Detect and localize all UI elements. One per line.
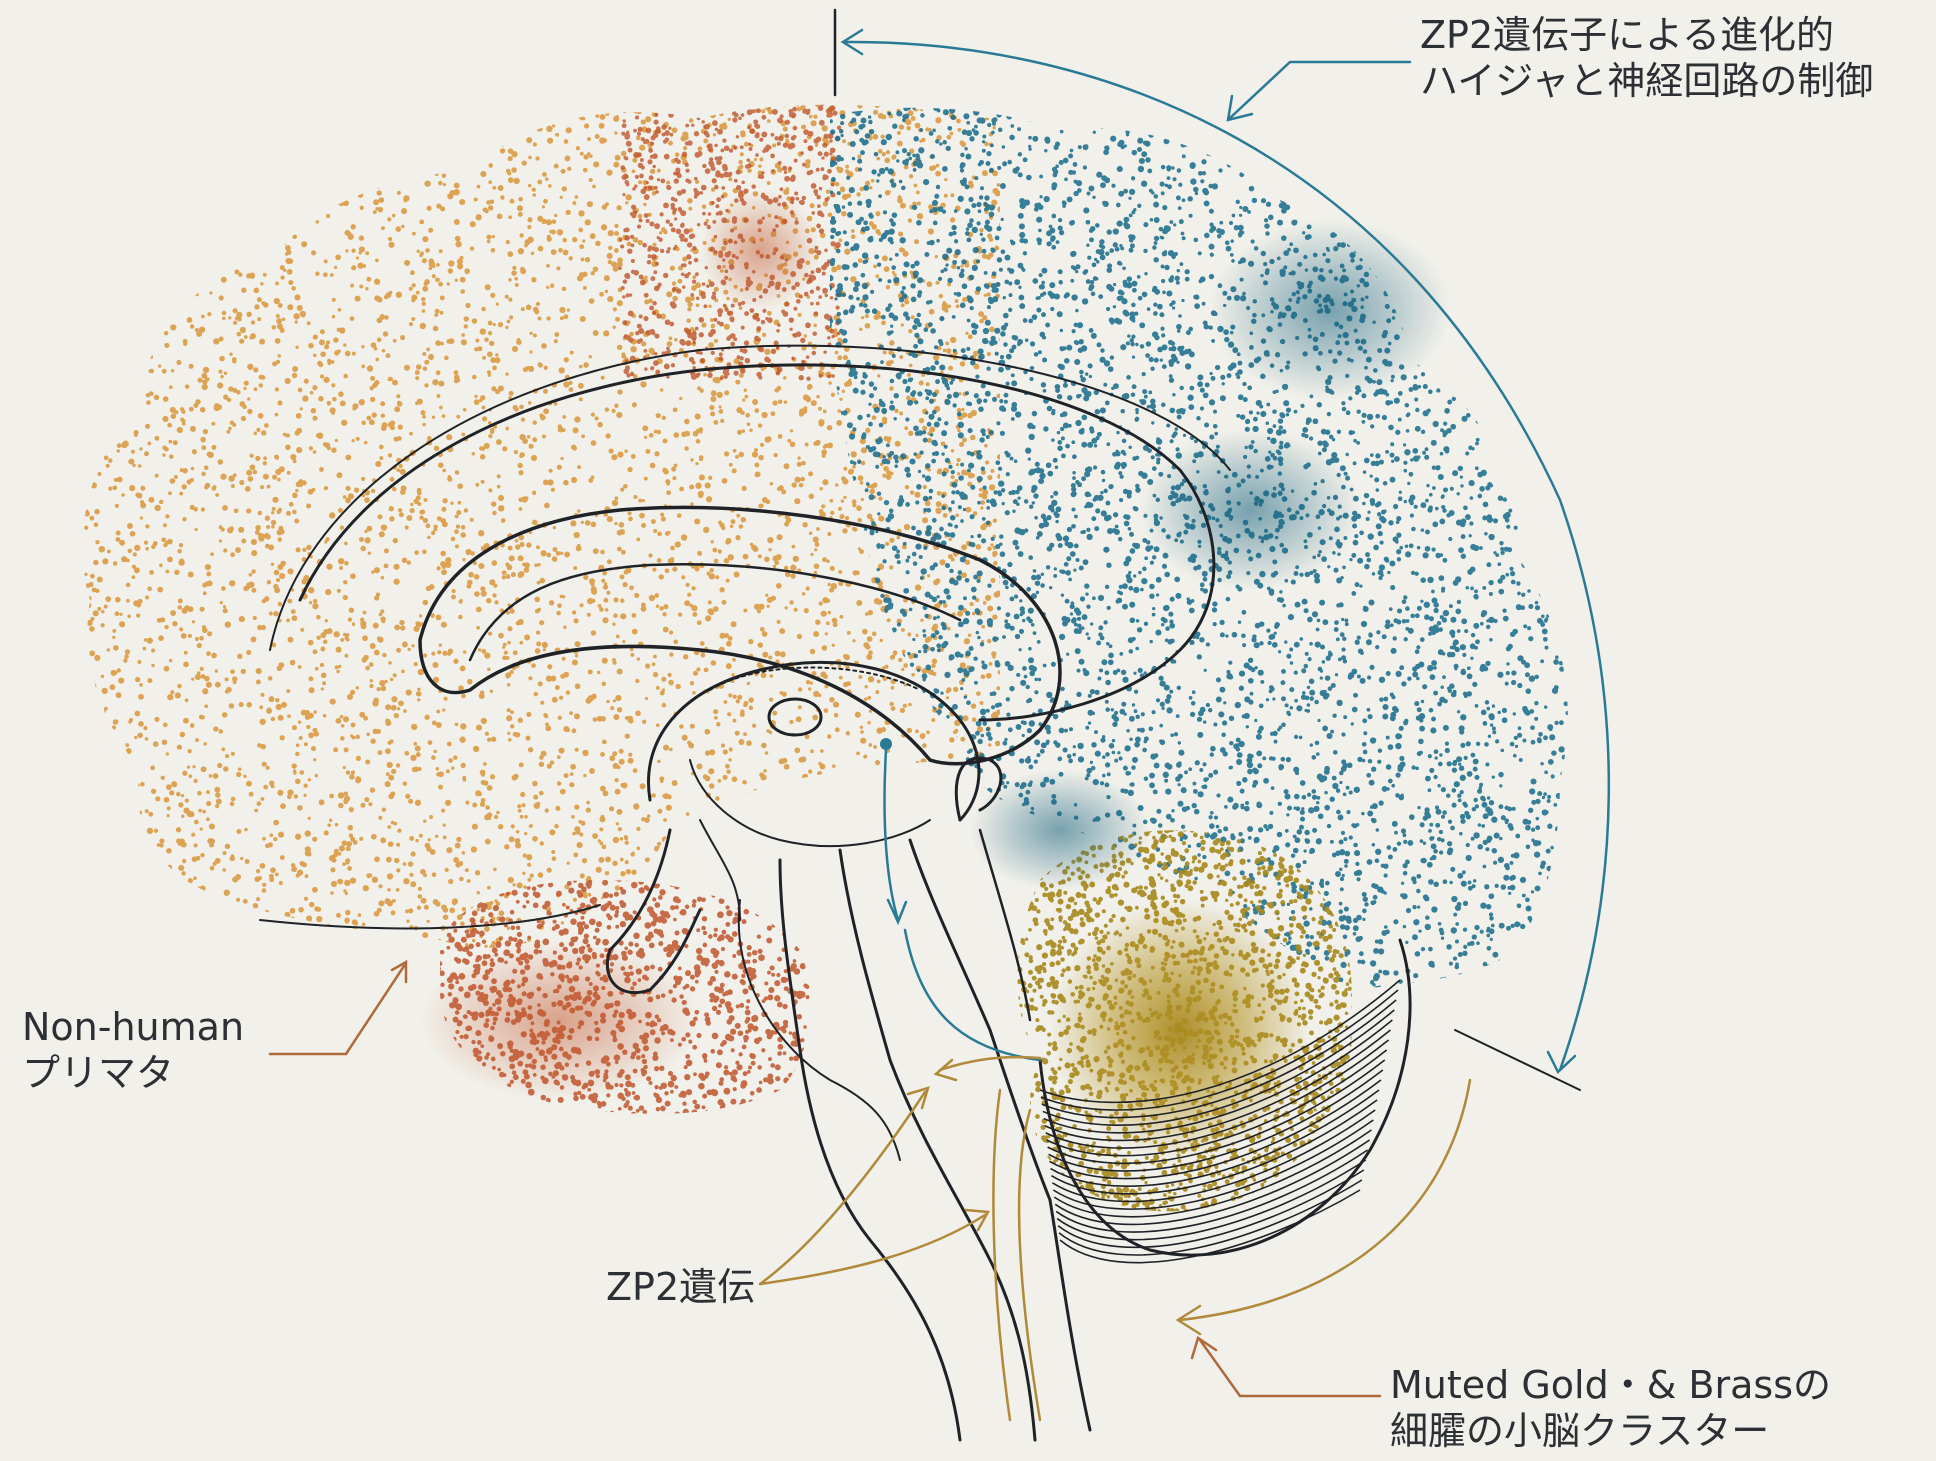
middle-annotation-line1: ZP2遺伝 — [606, 1264, 755, 1310]
bottom-label-pointer-head — [1192, 1338, 1216, 1358]
left-annotation: Non-human プリマタ — [22, 1004, 244, 1096]
left-label-pointer — [270, 966, 404, 1054]
gold-arrow-3-head — [936, 1060, 956, 1080]
blue-curve-to-cerebellum — [905, 930, 1040, 1060]
arrows — [270, 30, 1609, 1420]
top-label-pointer — [1230, 62, 1410, 118]
top-annotation: ZP2遺伝子による進化的 ハイジャと神経回路の制御 — [1420, 12, 1873, 104]
left-annotation-line2: プリマタ — [22, 1050, 244, 1096]
gold-arrow-3 — [940, 1057, 1040, 1070]
left-annotation-line1: Non-human — [22, 1004, 244, 1050]
bottom-annotation-line2: 細臛の小脳クラスター — [1390, 1408, 1831, 1454]
bottom-label-pointer — [1200, 1340, 1380, 1396]
middle-annotation: ZP2遺伝 — [606, 1264, 755, 1310]
gold-arrow-5 — [993, 1090, 1010, 1420]
top-annotation-line2: ハイジャと神経回路の制御 — [1420, 58, 1873, 104]
bottom-annotation: Muted Gold・& Brassの 細臛の小脳クラスター — [1390, 1362, 1831, 1454]
top-annotation-line1: ZP2遺伝子による進化的 — [1420, 12, 1873, 58]
bottom-annotation-line1: Muted Gold・& Brassの — [1390, 1362, 1831, 1408]
gold-arrow-2 — [760, 1215, 985, 1284]
blue-down-arrowhead — [888, 900, 906, 922]
gold-arrow-4 — [1019, 1110, 1040, 1420]
